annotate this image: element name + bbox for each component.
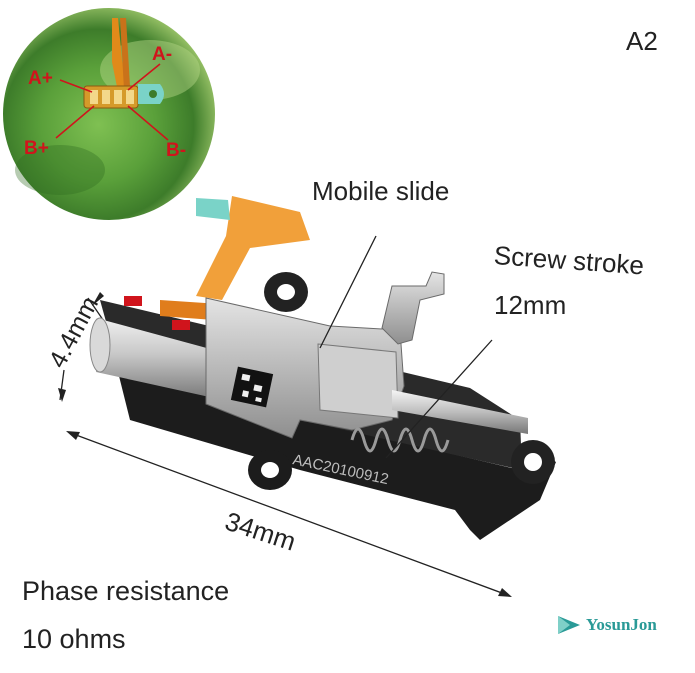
phase-resistance-value: 10 ohms: [22, 624, 126, 654]
model-label: A2: [626, 26, 658, 56]
length-dimension: [58, 292, 512, 597]
brand-arrow-icon: [558, 616, 580, 634]
pin-label-a-minus: A-: [152, 44, 173, 65]
pin-label-b-plus: B+: [24, 138, 49, 159]
screw-stroke-value: 12mm: [494, 290, 567, 320]
wiring-inset: [3, 8, 215, 220]
mobile-slide-label: Mobile slide: [312, 176, 450, 206]
mobile-slide-leader: [319, 235, 377, 349]
phase-resistance-label: Phase resistance: [22, 576, 230, 606]
pin-label-a-plus: A+: [28, 68, 53, 89]
pin-label-b-minus: B-: [166, 140, 187, 161]
screw-stroke-leader: [385, 339, 493, 459]
stepper-motor-assembly: AAC20100912: [89, 196, 556, 540]
brand-name: YosunJon: [586, 615, 657, 634]
brand-logo: YosunJon: [556, 614, 657, 636]
